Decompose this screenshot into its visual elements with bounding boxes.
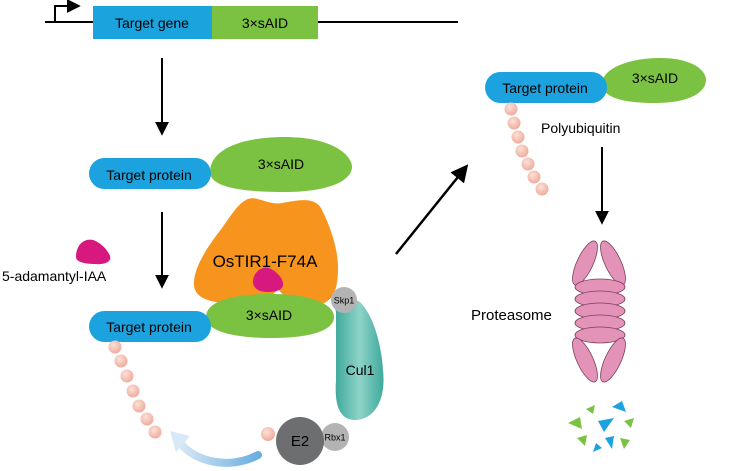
e2-label: E2 [291,433,309,450]
rbx1-circle [321,423,349,451]
ubiquitin-bead [132,399,146,413]
proteasome-label: Proteasome [471,307,552,324]
complex-tag-label: 3×sAID [246,307,292,323]
ub-tag-blob [602,58,706,103]
gene-tag-box [212,6,318,39]
e2-circle [276,417,324,465]
degradation-complex: Cul1 OsTIR1-F74A 3×sAID Target protein S… [89,198,384,467]
rbx1-label: Rbx1 [324,433,345,443]
ligand: 5-adamantyl-IAA [2,239,111,284]
ubiquitin-bead [535,182,549,196]
skp1-circle [331,287,357,313]
fragment-icon [598,418,614,432]
proteasome-cap-left [572,240,598,286]
ubiquitin-bead [515,144,529,158]
polyubiquitin-chain [504,102,549,196]
ubiquitin-bead [261,427,275,441]
ubiquitin-bead [504,102,518,116]
tagged-protein: 3×sAID Target protein [89,137,352,192]
ub-tag-label: 3×sAID [632,70,678,86]
peptide-fragments [568,401,634,452]
complex-target-protein-label: Target protein [106,319,192,335]
promoter-arrow-icon [54,0,81,22]
bound-ligand-icon [253,267,284,292]
ubiquitin-bead [507,116,521,130]
receptor-label: OsTIR1-F74A [213,252,319,271]
receptor-shape [193,198,338,306]
ubiquitin-bead [140,412,154,426]
gene-tag-label: 3×sAID [242,15,288,31]
ubiquitin-bead [521,157,535,171]
proteasome [572,240,626,383]
fragment-icon [568,417,582,429]
ubiquitin-bead [148,425,162,439]
cul1-shape [335,299,384,421]
ub-target-protein-label: Target protein [502,80,588,96]
fragment-icon [624,418,634,428]
ubiquitin-transfer-arrowhead-icon [170,431,190,452]
ubiquitin-transfer-arrow [176,439,262,467]
fragment-icon [593,443,602,452]
proteasome-ring [574,326,626,344]
ubiquitin-bead [511,130,525,144]
gene-construct: Target gene 3×sAID [45,0,458,39]
ligand-icon [76,239,111,265]
fragment-icon [620,438,630,449]
complex-polyubiquitin-chain [108,340,162,439]
ubiquitination-arrow [395,164,469,255]
fragment-icon [577,435,587,446]
ubiquitin-bead [114,354,128,368]
tag-label: 3×sAID [258,156,304,172]
skp1-label: Skp1 [334,296,355,306]
target-protein-pill [89,158,211,189]
target-gene-box [93,6,212,39]
ubiquitin-bead [527,170,541,184]
fragment-icon [605,436,614,449]
ubiquitin-bead [126,384,140,398]
tag-blob [210,137,352,192]
ubiquitin-bead [120,369,134,383]
fragment-icon [586,405,595,414]
target-gene-label: Target gene [115,15,189,31]
ubiquitinated-protein: 3×sAID Target protein Polyubiquitin [485,58,706,196]
proteasome-cap-right-bottom [600,337,626,383]
fragment-icon [612,401,626,412]
polyubiquitin-label: Polyubiquitin [541,120,620,136]
proteasome-cap-left-bottom [572,337,598,383]
ub-target-protein-pill [485,72,607,103]
complex-target-protein-pill [89,311,211,342]
cul1-label: Cul1 [346,362,375,378]
ubiquitin-bead [108,340,122,354]
complex-tag-blob [206,294,334,338]
target-protein-label: Target protein [106,167,192,183]
ligand-label: 5-adamantyl-IAA [2,268,107,284]
